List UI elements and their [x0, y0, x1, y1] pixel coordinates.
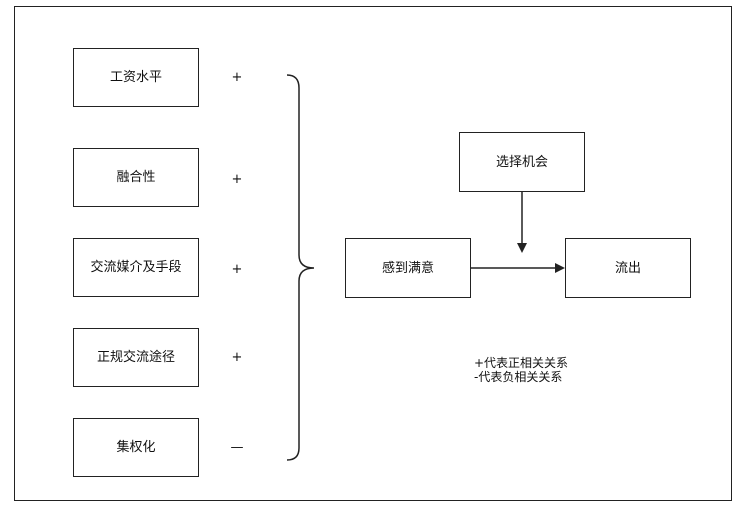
relation-sign: —	[230, 440, 244, 455]
factor-label: 融合性	[116, 170, 156, 185]
relation-sign: +	[231, 172, 243, 187]
diagram-frame	[14, 6, 732, 501]
satisfaction-box: 感到满意	[345, 238, 471, 298]
legend-positive: +代表正相关关系	[474, 356, 569, 370]
factor-box-centralization: 集权化	[73, 418, 199, 477]
arrowhead-right	[555, 263, 565, 273]
relation-sign: +	[231, 350, 243, 365]
opportunity-label: 选择机会	[495, 154, 548, 170]
factor-box-communication-media: 交流媒介及手段	[73, 238, 199, 297]
outflow-label: 流出	[614, 260, 641, 276]
arrowhead-down	[517, 243, 527, 253]
relation-sign: +	[231, 262, 243, 277]
outflow-box: 流出	[565, 238, 691, 298]
grouping-brace	[286, 74, 315, 461]
factor-label: 正规交流途径	[96, 350, 175, 365]
factor-label: 交流媒介及手段	[90, 260, 182, 275]
factor-box-wage-level: 工资水平	[73, 48, 199, 107]
satisfaction-label: 感到满意	[381, 260, 434, 276]
factor-label: 集权化	[116, 440, 156, 455]
factor-box-formal-channels: 正规交流途径	[73, 328, 199, 387]
relation-sign: +	[231, 70, 243, 85]
opportunity-box: 选择机会	[459, 132, 585, 192]
factor-box-integration: 融合性	[73, 148, 199, 207]
factor-label: 工资水平	[109, 70, 162, 85]
legend: +代表正相关关系 -代表负相关关系	[474, 356, 568, 384]
legend-negative: -代表负相关关系	[474, 370, 563, 384]
